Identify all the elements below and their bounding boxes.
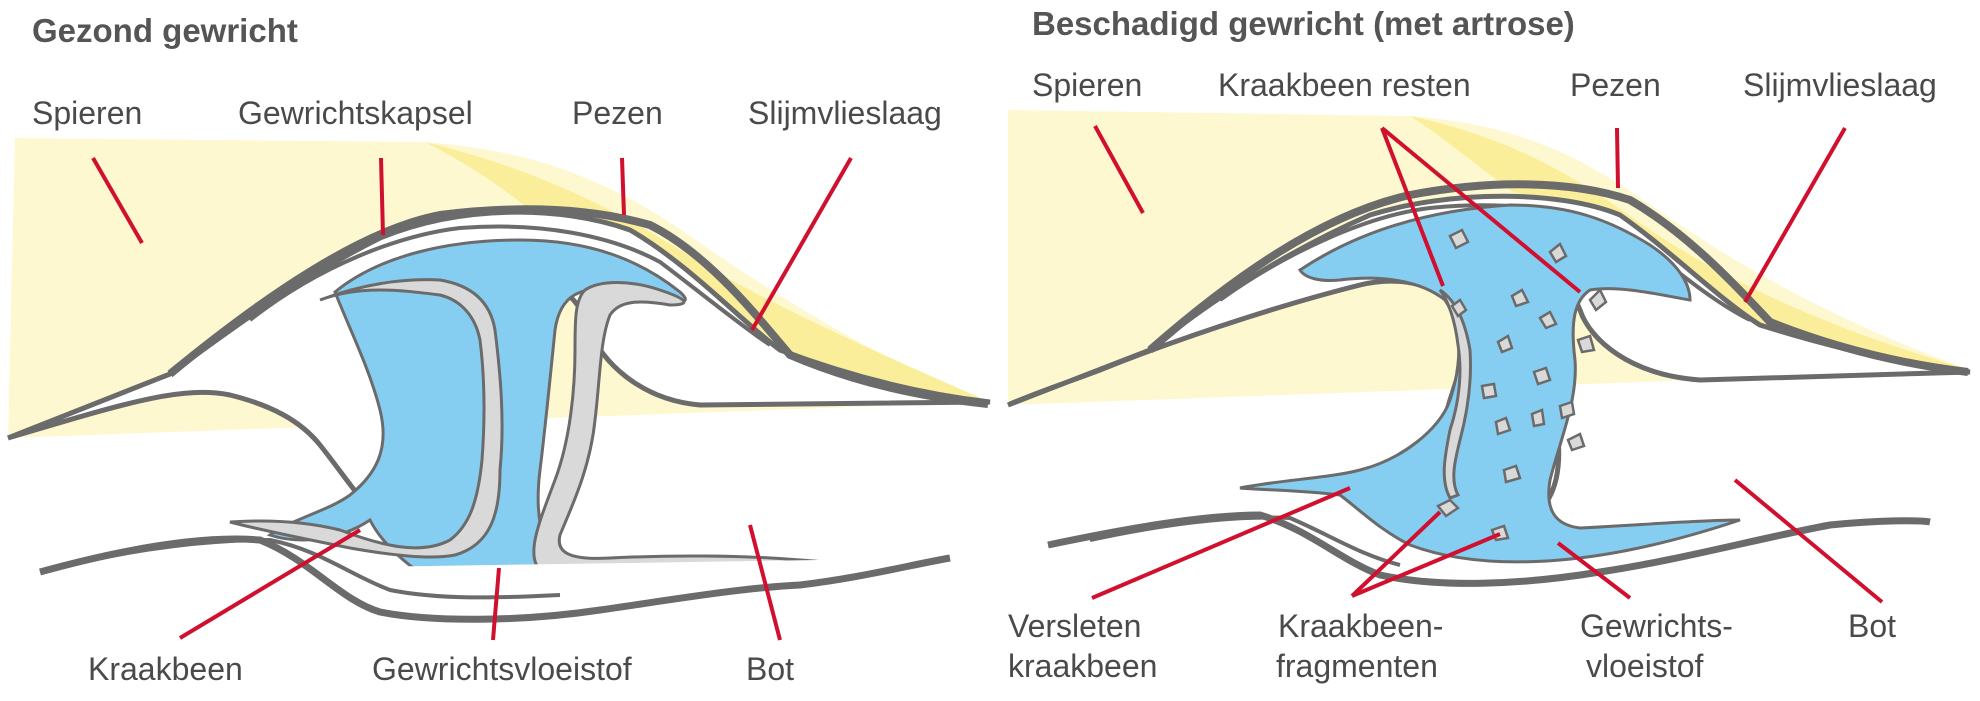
leader-gewrichtsvloeistof-damaged bbox=[1556, 541, 1632, 600]
label-slijmvlieslaag: Slijmvlieslaag bbox=[748, 95, 942, 131]
label-fragmenten-line1: Kraakbeen- bbox=[1278, 608, 1443, 644]
leader-kraakbeen-resten-a bbox=[1380, 127, 1445, 287]
leader-versleten-kraakbeen bbox=[1091, 486, 1351, 600]
leader-pezen bbox=[620, 157, 626, 216]
cartilage-fragment bbox=[1494, 416, 1512, 436]
leader-gewrichtsvloeistof bbox=[491, 567, 501, 641]
cartilage-fragment bbox=[1450, 298, 1468, 318]
leader-kraakbeen-resten-b bbox=[1380, 126, 1582, 294]
cartilage-fragment bbox=[1496, 334, 1514, 354]
tendons-region-damaged bbox=[1410, 116, 1970, 372]
cartilage-fragment bbox=[1510, 288, 1530, 308]
damaged-leader-lines bbox=[1091, 125, 1884, 604]
cartilage-remnant-left bbox=[1438, 288, 1472, 500]
label-kraakbeen-resten: Kraakbeen resten bbox=[1218, 67, 1471, 103]
leader-spieren-damaged bbox=[1093, 125, 1145, 214]
cartilage-fragment bbox=[1502, 464, 1522, 484]
cartilage-left bbox=[229, 278, 504, 559]
healthy-joint-title: Gezond gewricht bbox=[32, 12, 298, 49]
label-versleten-line2: kraakbeen bbox=[1008, 648, 1157, 684]
label-spieren-damaged: Spieren bbox=[1032, 67, 1142, 103]
label-spieren: Spieren bbox=[32, 95, 142, 131]
label-fragmenten-line2: fragmenten bbox=[1276, 648, 1438, 684]
label-vloeistof-line1: Gewrichts- bbox=[1580, 608, 1733, 644]
label-bot-damaged: Bot bbox=[1848, 608, 1896, 644]
healthy-leader-lines bbox=[91, 157, 853, 641]
cartilage-fragment bbox=[1576, 334, 1596, 354]
leader-slijmvlieslaag bbox=[750, 157, 853, 331]
label-gewrichtskapsel: Gewrichtskapsel bbox=[238, 95, 473, 131]
label-slijmvlieslaag-damaged: Slijmvlieslaag bbox=[1743, 67, 1937, 103]
label-gewrichtsvloeistof: Gewrichtsvloeistof bbox=[372, 651, 632, 687]
cartilage-fragment bbox=[1530, 408, 1546, 428]
lower-bone-damaged bbox=[1047, 511, 1931, 587]
cartilage-fragment bbox=[1548, 242, 1568, 264]
label-pezen: Pezen bbox=[572, 95, 663, 131]
cartilage-fragment bbox=[1558, 400, 1576, 420]
leader-slijmvlieslaag-damaged bbox=[1743, 127, 1847, 303]
joint-capsule bbox=[167, 205, 989, 408]
leader-pezen-damaged bbox=[1615, 127, 1620, 189]
leader-fragmenten-b bbox=[1351, 532, 1501, 598]
cartilage-fragment bbox=[1480, 382, 1498, 400]
label-pezen-damaged: Pezen bbox=[1570, 67, 1661, 103]
healthy-joint-panel: Gezond gewricht Spieren bbox=[7, 12, 991, 687]
label-kraakbeen: Kraakbeen bbox=[88, 651, 243, 687]
cartilage-fragment bbox=[1538, 310, 1558, 330]
label-vloeistof-line2: vloeistof bbox=[1586, 648, 1704, 684]
leader-spieren bbox=[91, 157, 144, 244]
leader-gewrichtskapsel bbox=[379, 157, 385, 236]
synovial-membrane bbox=[248, 224, 772, 347]
leader-bot-damaged bbox=[1733, 478, 1884, 604]
damaged-joint-panel: Beschadigd gewricht (met artrose) bbox=[1006, 5, 1971, 684]
lower-bone-inner bbox=[69, 537, 561, 600]
joint-capsule-damaged bbox=[1147, 180, 1969, 376]
label-versleten-line1: Versleten bbox=[1008, 608, 1141, 644]
cartilage-fragment bbox=[1566, 432, 1586, 452]
cartilage-fragment bbox=[1436, 498, 1460, 518]
leader-bot bbox=[748, 524, 782, 641]
label-bot: Bot bbox=[746, 651, 794, 687]
damaged-joint-title: Beschadigd gewricht (met artrose) bbox=[1032, 5, 1575, 42]
cartilage-fragment bbox=[1532, 366, 1552, 386]
cartilage-fragment bbox=[1588, 287, 1608, 312]
cartilage-fragments bbox=[1436, 228, 1608, 542]
cartilage-fragment bbox=[1448, 228, 1470, 250]
leader-kraakbeen bbox=[178, 528, 362, 640]
leader-fragmenten-a bbox=[1350, 510, 1442, 598]
